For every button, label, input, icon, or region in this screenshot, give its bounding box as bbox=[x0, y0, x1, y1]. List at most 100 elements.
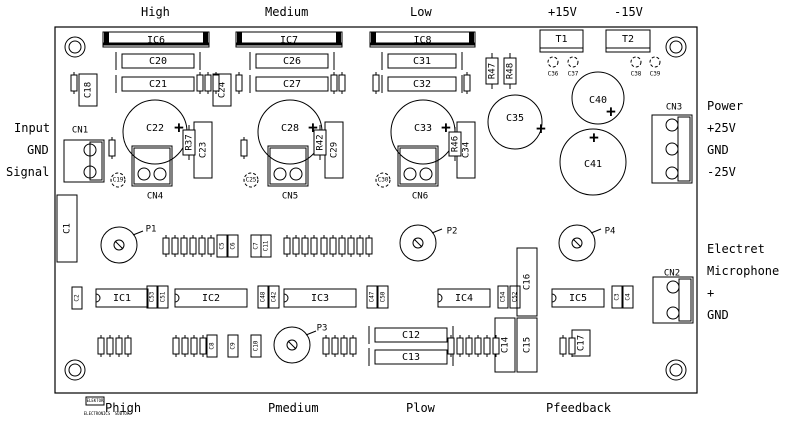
label-phigh: Phigh bbox=[105, 401, 142, 415]
resistor-r37: R37 bbox=[182, 125, 196, 160]
part-label: C34 bbox=[462, 142, 472, 158]
label-plow: Plow bbox=[406, 401, 435, 415]
plus-sign: + bbox=[174, 118, 184, 137]
resistor-array-medium2 bbox=[235, 72, 243, 94]
small-part-c54: C54 bbox=[497, 285, 509, 309]
part-label: C51 bbox=[160, 291, 167, 302]
label-gnd-mic: GND bbox=[707, 308, 729, 322]
part-label: P4 bbox=[605, 227, 616, 237]
small-part-c4: C4 bbox=[622, 285, 634, 309]
part-label: IC5 bbox=[569, 293, 587, 304]
part-label: CN5 bbox=[282, 192, 298, 202]
logo-text: SUBTOP bbox=[115, 411, 130, 416]
label-signal: Signal bbox=[6, 165, 50, 179]
plus-sign: + bbox=[441, 118, 451, 137]
part-label: C37 bbox=[568, 71, 579, 78]
resistor-array-row2 bbox=[283, 235, 318, 257]
part-label: CN6 bbox=[412, 192, 428, 202]
small-part-c6: C6 bbox=[227, 234, 239, 258]
board-outline bbox=[54, 26, 698, 394]
potentiometer-p3: P3 bbox=[273, 324, 327, 364]
small-part-c52: C52 bbox=[509, 285, 521, 309]
small-part-c5: C5 bbox=[216, 234, 228, 258]
part-label: C33 bbox=[414, 123, 432, 134]
ic-header-ic7: IC7 bbox=[235, 31, 343, 48]
part-label: IC2 bbox=[202, 293, 220, 304]
resistor-r42: R42 bbox=[313, 125, 327, 160]
part-label: R46 bbox=[451, 136, 461, 152]
capacitor-c12: C12 bbox=[368, 326, 454, 344]
connector-cn6: CN6 bbox=[397, 145, 439, 202]
mounting-hole bbox=[665, 36, 687, 58]
capacitor-c32: C32 bbox=[381, 75, 463, 93]
resistor-array-in bbox=[70, 72, 78, 94]
potentiometer-p4: P4 bbox=[558, 224, 616, 262]
resistor-r48: R48 bbox=[503, 53, 517, 89]
capacitor-c27: C27 bbox=[249, 75, 335, 93]
label-high: High bbox=[141, 5, 170, 19]
label-gnd-power: GND bbox=[707, 143, 729, 157]
part-label: R42 bbox=[316, 134, 326, 150]
plus-sign: + bbox=[536, 119, 546, 138]
label-microphone: Microphone bbox=[707, 264, 780, 278]
connector-cn3: CN3 bbox=[651, 103, 693, 184]
part-label: C3 bbox=[614, 293, 621, 301]
elcap-c33: C33 + bbox=[390, 99, 456, 165]
label-medium: Medium bbox=[265, 5, 309, 19]
small-part-c7: C7 bbox=[250, 234, 262, 258]
part-label: C31 bbox=[413, 56, 431, 67]
part-label: T2 bbox=[622, 34, 634, 45]
label-gnd-left: GND bbox=[27, 143, 49, 157]
capacitor-c26: C26 bbox=[249, 52, 335, 70]
ic-header-ic6: IC6 bbox=[102, 31, 210, 48]
plus-sign: + bbox=[589, 128, 599, 147]
part-label: C22 bbox=[146, 123, 164, 134]
potentiometer-p1: P1 bbox=[100, 225, 156, 264]
resistor-array-row3 bbox=[320, 235, 373, 257]
capacitor-c23: C23 bbox=[193, 121, 213, 179]
part-label: R47 bbox=[488, 63, 498, 79]
label-plus15v: +15V bbox=[548, 5, 577, 19]
capacitor-c39: C39 bbox=[649, 56, 661, 78]
mounting-hole bbox=[64, 359, 86, 381]
capacitor-c13: C13 bbox=[368, 348, 454, 366]
ic-ic5: IC5 bbox=[551, 288, 605, 308]
part-label: C2 bbox=[74, 294, 81, 302]
capacitor-c1: C1 bbox=[56, 194, 78, 263]
part-label: C35 bbox=[506, 113, 524, 124]
part-label: IC7 bbox=[280, 35, 298, 46]
part-label: C15 bbox=[523, 337, 533, 353]
label-electret: Electret bbox=[707, 242, 765, 256]
part-label: C12 bbox=[402, 330, 420, 341]
transformer-t1: T1 bbox=[539, 29, 584, 53]
small-part-c50: C50 bbox=[377, 285, 389, 309]
part-label: C48 bbox=[260, 291, 267, 302]
part-label: C8 bbox=[209, 342, 216, 350]
part-label: C47 bbox=[369, 291, 376, 302]
capacitor-c16: C16 bbox=[516, 247, 538, 317]
part-label: P2 bbox=[447, 227, 458, 237]
label-pfeedback: Pfeedback bbox=[546, 401, 612, 415]
part-label: CN2 bbox=[664, 269, 680, 279]
logo-text: ELEKTOR bbox=[87, 398, 104, 403]
logo-text: ELECTRONICS bbox=[84, 411, 111, 416]
connector-cn5: CN5 bbox=[267, 145, 309, 202]
capacitor-c19: C19 bbox=[110, 172, 126, 188]
part-label: C14 bbox=[501, 337, 511, 353]
connector-cn1: CN1 bbox=[63, 126, 105, 183]
small-part-c2: C2 bbox=[71, 286, 83, 310]
small-part-c10: C10 bbox=[250, 334, 262, 358]
part-label: IC1 bbox=[113, 293, 131, 304]
part-label: C4 bbox=[625, 293, 632, 301]
resistor-array-low2 bbox=[463, 72, 471, 94]
capacitor-c37: C37 bbox=[567, 56, 579, 78]
label-pmedium: Pmedium bbox=[268, 401, 319, 415]
part-label: C13 bbox=[402, 352, 420, 363]
resistor-array-high bbox=[196, 72, 220, 94]
part-label: C1 bbox=[63, 223, 73, 234]
ic-header-ic8: IC8 bbox=[369, 31, 476, 48]
capacitor-c25: C25 bbox=[243, 172, 259, 188]
part-label: C50 bbox=[380, 291, 387, 302]
resistor-medium-input bbox=[240, 137, 248, 159]
